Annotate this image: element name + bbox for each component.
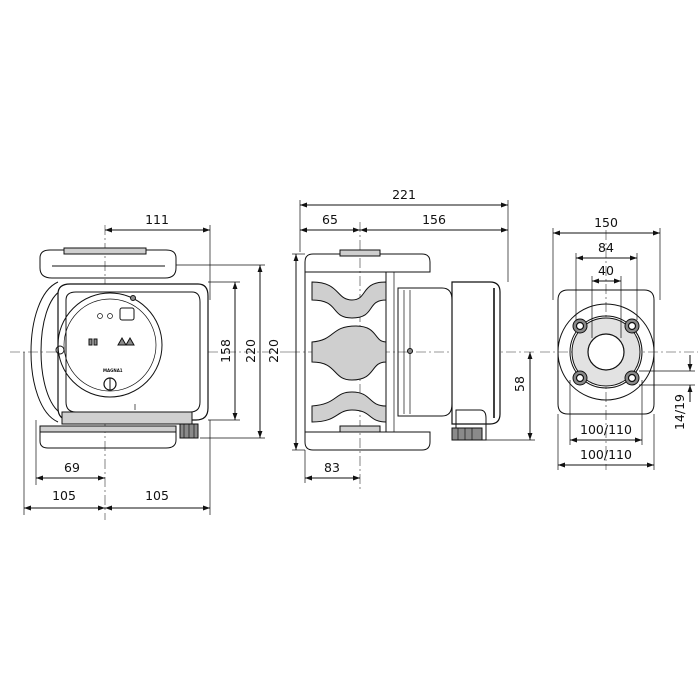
side-cable-gland (455, 409, 487, 441)
dim-150-label: 150 (594, 215, 618, 230)
flange-bolt-hole-br-inner (627, 373, 637, 383)
front-vent-screw (55, 345, 65, 355)
dim-83-label: 83 (324, 460, 340, 475)
side-middle-wave (311, 325, 387, 381)
front-housing-arc-outer (30, 281, 59, 423)
dim-58-label: 58 (512, 376, 527, 392)
front-top-flange-face (63, 247, 147, 255)
flange-bore (587, 333, 625, 371)
front-display-window (119, 307, 135, 321)
dim-156-label: 156 (422, 212, 446, 227)
dim-221-label: 221 (392, 187, 416, 202)
dim-84-label: 84 (598, 240, 614, 255)
front-display-inner-circle (63, 298, 157, 392)
dim-158-label: 158 (218, 339, 233, 363)
flange-bolt-hole-tl-inner (575, 321, 585, 331)
side-control-box (451, 281, 501, 425)
front-top-flange (39, 249, 177, 279)
front-mode-icons (117, 336, 135, 346)
front-view: MAGNA1 158 220 111 69 (10, 212, 290, 520)
flange-bolt-circle (569, 315, 643, 389)
front-bottom-flange-face (39, 425, 177, 433)
side-stator-center (407, 348, 413, 354)
front-display-circle (57, 292, 163, 398)
dim-220-side-label: 220 (266, 339, 281, 363)
dim-111-label: 111 (145, 212, 169, 227)
dim-100-110-inner-label: 100/110 (580, 422, 632, 437)
side-view: 220 221 65 156 83 58 (266, 187, 535, 490)
flange-outer-outline (557, 289, 655, 415)
flange-bolt-hole-bl-inner (575, 373, 585, 383)
dim-65-label: 65 (322, 212, 338, 227)
side-upper-wave (311, 281, 387, 319)
front-control-box (57, 283, 209, 421)
dim-69-label: 69 (64, 460, 80, 475)
side-top-flange-face (339, 249, 381, 257)
front-button-2 (107, 313, 113, 319)
front-led-2 (93, 338, 98, 346)
dim-105-right-label: 105 (145, 488, 169, 503)
side-bottom-flange (304, 431, 431, 451)
dim-220-front-label: 220 (243, 339, 258, 363)
side-cable-connector (451, 427, 483, 441)
dim-105-left-label: 105 (52, 488, 76, 503)
front-logo: MAGNA1 (103, 368, 123, 373)
front-housing-arc-inner (40, 289, 63, 415)
dim-40-label: 40 (598, 263, 614, 278)
front-lower-housing (61, 411, 193, 425)
side-top-flange (304, 253, 431, 273)
front-control-panel (65, 291, 201, 413)
dim-14-19-label: 14/19 (672, 394, 687, 430)
front-indicator-dot (130, 295, 136, 301)
front-bottom-flange (39, 431, 177, 449)
side-lower-wave (311, 391, 387, 423)
front-led-1 (88, 338, 93, 346)
dim-100-110-outer-label: 100/110 (580, 447, 632, 462)
flange-bolt-hole-tr-inner (627, 321, 637, 331)
flange-view: 150 84 40 100/110 100/110 14/19 (540, 215, 698, 470)
side-bottom-flange-face (339, 425, 381, 433)
flange-bolt-hole-group (572, 318, 640, 386)
flange-outer-circle (557, 303, 655, 401)
front-button-1 (97, 313, 103, 319)
